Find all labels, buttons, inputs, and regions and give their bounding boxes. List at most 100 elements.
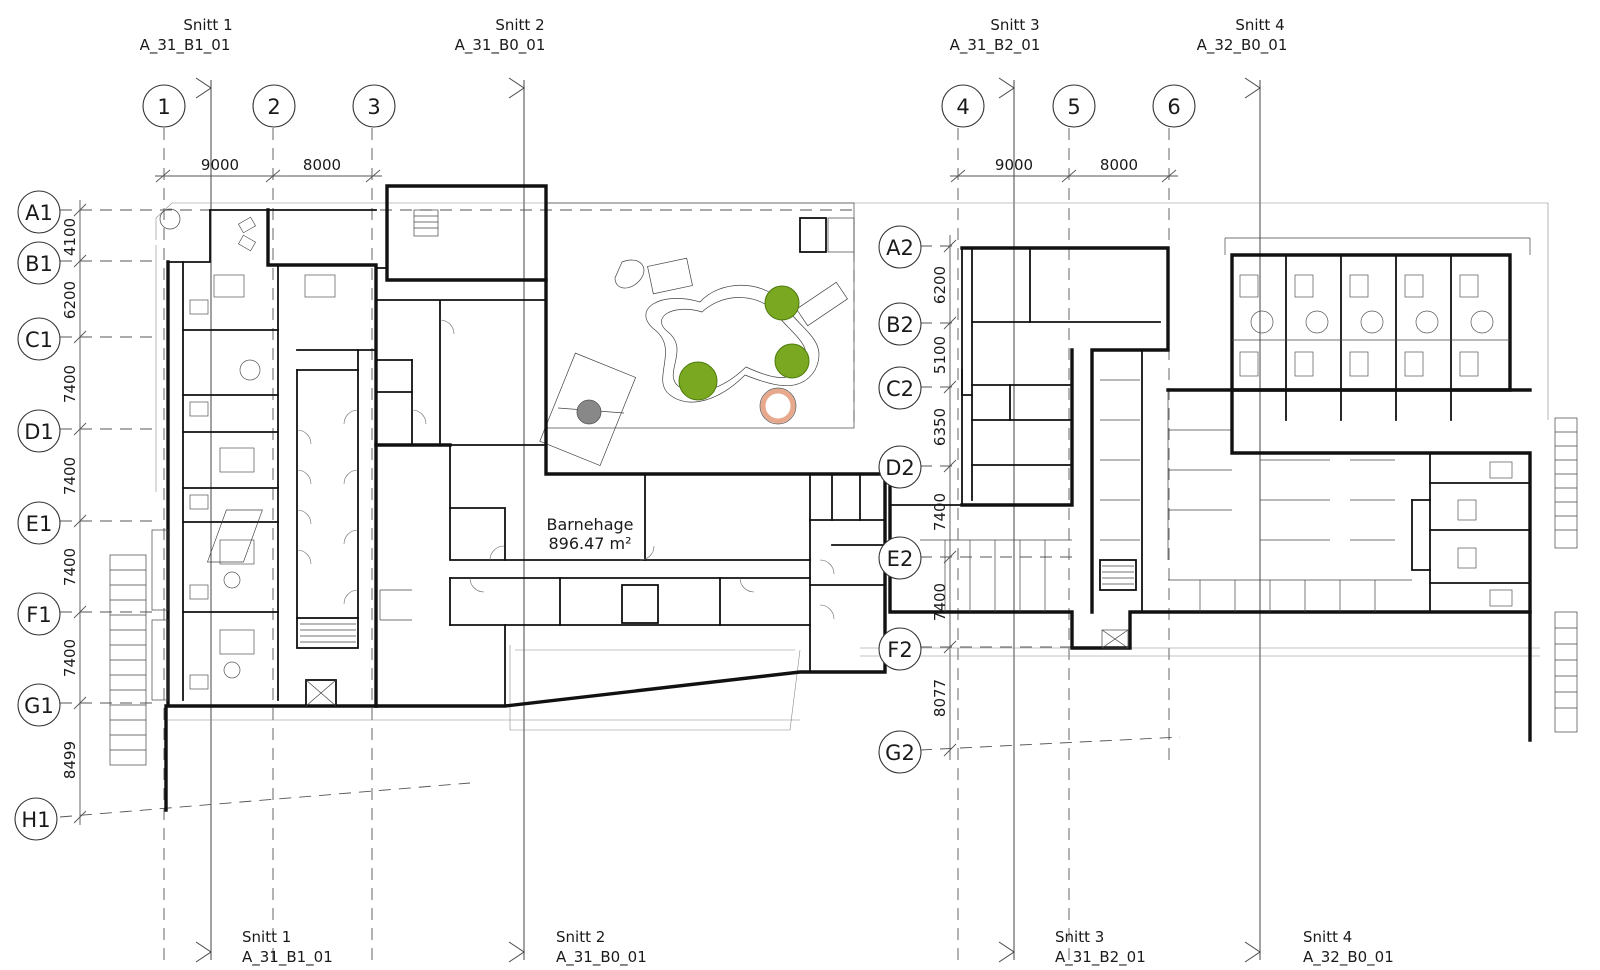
grid-bubble-row-g1: G1 xyxy=(17,683,61,727)
grid-bubble-row-a1: A1 xyxy=(17,190,61,234)
central-wing xyxy=(206,184,892,708)
grid-label: 1 xyxy=(157,95,170,119)
grid-label: D2 xyxy=(885,456,915,480)
east-wing xyxy=(1166,237,1532,614)
east-central-wing xyxy=(888,246,1532,742)
parking-bays xyxy=(920,379,1412,612)
dimension-label: 7400 xyxy=(931,583,949,621)
grid-bubble-row-a2: A2 xyxy=(878,225,922,269)
grid-bubble-col-1: 1 xyxy=(142,84,186,128)
dimension-label: 6200 xyxy=(931,266,949,304)
dimension-label: 9000 xyxy=(995,156,1033,174)
tree-icon xyxy=(774,343,810,379)
grid-bubble-row-d2: D2 xyxy=(878,445,922,489)
section-marker-ref: A_31_B2_01 xyxy=(1055,948,1146,967)
room-name: Barnehage xyxy=(546,515,633,534)
west-wing xyxy=(151,208,378,708)
dimension-texts: 9000 8000 9000 8000 4100 6200 7400 7400 … xyxy=(61,156,1138,779)
section-marker-ref: A_31_B0_01 xyxy=(556,948,647,967)
west-stairs xyxy=(109,554,147,766)
section-marker-ref: A_31_B2_01 xyxy=(950,36,1041,55)
playground xyxy=(539,202,855,467)
grid-bubble-row-h1: H1 xyxy=(14,797,58,841)
grid-bubble-row-b2: B2 xyxy=(878,302,922,346)
grid-bubble-row-c1: C1 xyxy=(17,317,61,361)
tree-icon xyxy=(678,361,718,401)
section-marker-ref: A_31_B0_01 xyxy=(455,36,546,55)
section-marker-title: Snitt 4 xyxy=(1303,928,1352,946)
grid-label: B2 xyxy=(886,313,914,337)
grid-label: F1 xyxy=(26,603,51,627)
grid-label: 6 xyxy=(1167,95,1180,119)
west-rooms-detail xyxy=(151,208,359,701)
grid-column-bubbles: 1 2 3 4 5 6 xyxy=(142,84,1196,128)
section-marker-title: Snitt 2 xyxy=(556,928,605,946)
dimension-label: 8000 xyxy=(303,156,341,174)
section-marker-ref: A_32_B0_01 xyxy=(1197,36,1288,55)
section-marker-title: Snitt 4 xyxy=(1235,16,1284,34)
room-label-barnehage: Barnehage 896.47 m² xyxy=(546,515,633,553)
grid-label: C2 xyxy=(886,377,914,401)
section-marker-title: Snitt 1 xyxy=(183,16,232,34)
grid-label: F2 xyxy=(887,638,912,662)
grid-bubble-row-c2: C2 xyxy=(878,366,922,410)
grid-label: A1 xyxy=(25,201,53,225)
section-marker-ref: A_31_B1_01 xyxy=(140,36,231,55)
site-outline xyxy=(109,202,1578,766)
grid-label: C1 xyxy=(25,328,53,352)
grid-label: 4 xyxy=(956,95,969,119)
grid-bubble-row-g2: G2 xyxy=(878,730,922,774)
section-marker-title: Snitt 2 xyxy=(495,16,544,34)
room-area: 896.47 m² xyxy=(548,534,631,553)
grid-bubble-row-e1: E1 xyxy=(17,501,61,545)
grid-label: 5 xyxy=(1067,95,1080,119)
tree-icon xyxy=(764,285,800,321)
grid-bubble-row-b1: B1 xyxy=(17,241,61,285)
dimension-lines xyxy=(73,169,1178,825)
section-marker-title: Snitt 1 xyxy=(242,928,291,946)
grid-row-bubbles-west: A1 B1 C1 D1 E1 F1 G1 H1 xyxy=(14,190,61,841)
grid-bubble-col-6: 6 xyxy=(1152,84,1196,128)
grid-row-bubbles-east: A2 B2 C2 D2 E2 F2 G2 xyxy=(878,225,922,774)
grid-label: 3 xyxy=(367,95,380,119)
dimension-label: 5100 xyxy=(931,336,949,374)
grid-bubble-col-5: 5 xyxy=(1052,84,1096,128)
grid-bubble-row-f1: F1 xyxy=(17,592,61,636)
grid-label: G1 xyxy=(24,694,54,718)
dimension-label: 6200 xyxy=(61,281,79,319)
grid-label: A2 xyxy=(886,236,914,260)
grid-bubble-row-d1: D1 xyxy=(17,409,61,453)
east-stairs xyxy=(1554,417,1578,733)
dimension-label: 7400 xyxy=(61,457,79,495)
dimension-label: 7400 xyxy=(61,639,79,677)
grid-label: D1 xyxy=(24,420,54,444)
grid-bubble-col-2: 2 xyxy=(252,84,296,128)
section-marker-ref: A_32_B0_01 xyxy=(1303,948,1394,967)
grid-label: E2 xyxy=(887,547,914,571)
section-marker-title: Snitt 3 xyxy=(1055,928,1104,946)
dimension-label: 9000 xyxy=(201,156,239,174)
dimension-label: 7400 xyxy=(61,365,79,403)
dimension-label: 7400 xyxy=(61,548,79,586)
grid-bubble-row-f2: F2 xyxy=(878,627,922,671)
section-marker-ref: A_31_B1_01 xyxy=(242,948,333,967)
dimension-label: 4100 xyxy=(61,218,79,256)
ball-icon xyxy=(576,399,602,425)
grid-label: G2 xyxy=(885,741,915,765)
grid-label: 2 xyxy=(267,95,280,119)
grid-bubble-row-e2: E2 xyxy=(878,536,922,580)
grid-axes xyxy=(59,128,1181,960)
grid-bubble-col-4: 4 xyxy=(941,84,985,128)
play-ring-icon xyxy=(760,388,796,424)
section-marker-title: Snitt 3 xyxy=(990,16,1039,34)
dimension-label: 8077 xyxy=(931,679,949,717)
dimension-label: 6350 xyxy=(931,408,949,446)
grid-label: B1 xyxy=(25,252,53,276)
dimension-label: 7400 xyxy=(931,493,949,531)
section-cut-lines xyxy=(195,77,1261,963)
dimension-label: 8000 xyxy=(1100,156,1138,174)
dimension-label: 8499 xyxy=(61,741,79,779)
section-markers: Snitt 1 A_31_B1_01 Snitt 2 A_31_B0_01 Sn… xyxy=(140,16,1394,967)
grid-label: H1 xyxy=(21,808,50,832)
